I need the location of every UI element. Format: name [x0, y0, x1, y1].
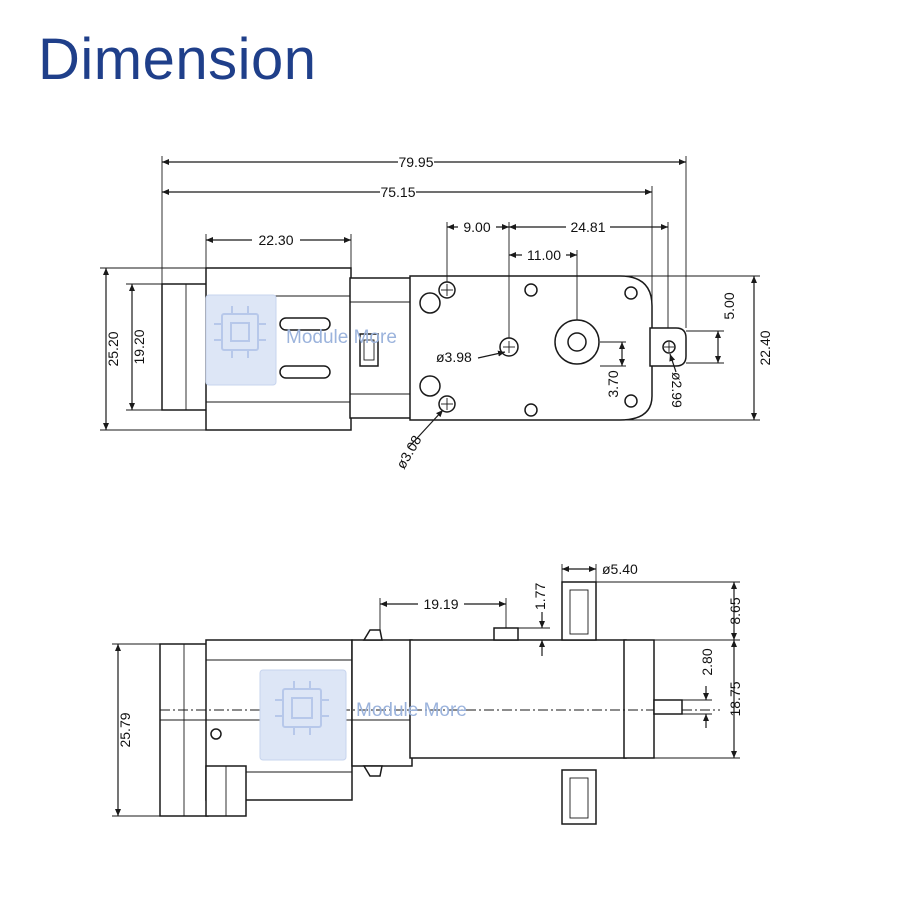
- side-coupler: [351, 639, 413, 767]
- watermark-text: Module More: [286, 327, 397, 348]
- dim-boss-height: 1.77: [532, 583, 548, 610]
- watermark-bottom: Module More: [259, 669, 467, 761]
- motor-end-cap: [161, 283, 209, 411]
- side-view: 19.19 ø5.40 1.77 8.65 2.80 18.75 25.79 M…: [112, 561, 743, 825]
- coupler-window: [359, 333, 379, 367]
- motor-slot-upper: [279, 317, 331, 331]
- dim-shaft-dia: ø5.40: [602, 561, 638, 577]
- side-gearbox: [409, 639, 627, 759]
- dim-mount-hole-dia: ø3.08: [393, 432, 425, 471]
- dim-overall-height: 25.79: [117, 712, 133, 747]
- side-tab: [653, 699, 683, 715]
- side-output-shaft-bottom: [561, 769, 597, 825]
- dim-overall-length: 79.95: [398, 154, 433, 170]
- dim-shaft-offset: 3.70: [605, 370, 621, 397]
- dim-boss-offset: 19.19: [423, 596, 458, 612]
- dim-gearbox-half-height: 18.75: [727, 681, 743, 716]
- dim-body-length: 75.15: [380, 184, 415, 200]
- dim-hole-offset: 9.00: [463, 219, 490, 235]
- dim-center-to-shaft: 11.00: [527, 247, 561, 263]
- dim-inner-height: 19.20: [131, 329, 147, 364]
- page-title: Dimension: [38, 27, 317, 92]
- dim-tab-thickness: 2.80: [699, 648, 715, 675]
- dim-outer-height: 25.20: [105, 331, 121, 366]
- watermark-text-bottom: Module More: [356, 700, 467, 721]
- motor-slot-lower: [279, 365, 331, 379]
- watermark-top: Module More: [205, 294, 397, 386]
- top-view: 79.95 75.15 22.30 9.00 24.81 11.00 25.20…: [100, 154, 773, 472]
- dim-tab-height: 5.00: [721, 292, 737, 319]
- dim-tab-hole-dia: ø2.99: [669, 372, 685, 408]
- dim-motor-width: 22.30: [258, 232, 293, 248]
- dim-hole-to-shaft: 24.81: [570, 219, 605, 235]
- output-shaft: [567, 332, 587, 352]
- dim-gearbox-height: 22.40: [757, 330, 773, 365]
- dim-center-hole-dia: ø3.98: [436, 349, 472, 365]
- dim-shaft-length: 8.65: [727, 597, 743, 624]
- side-boss: [493, 627, 519, 641]
- side-output-shaft-top: [561, 581, 597, 641]
